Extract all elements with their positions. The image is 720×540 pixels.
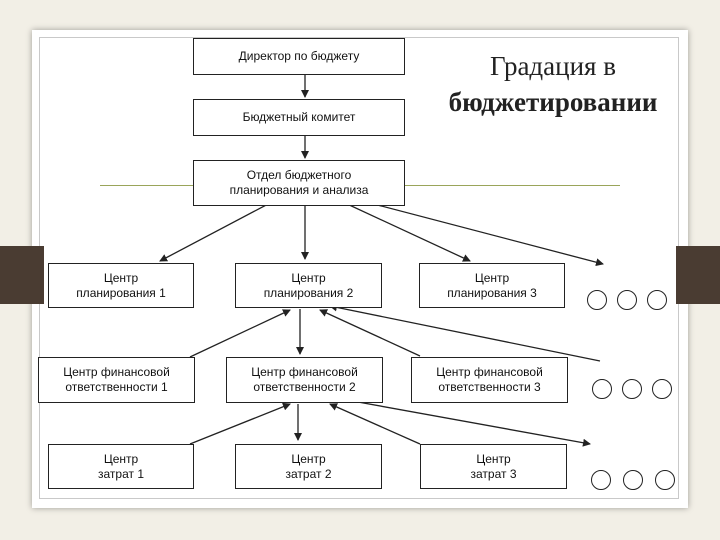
box-budget-committee: Бюджетный комитет [193, 99, 405, 136]
ellipsis-circle [622, 379, 642, 399]
arrow-department-more [369, 202, 604, 267]
box-financial-center-1: Центр финансовой ответственности 1 [38, 357, 195, 403]
ellipsis-circle [623, 470, 643, 490]
right-side-tab [676, 246, 720, 304]
box-budget-department: Отдел бюджетного планирования и анализа [193, 160, 405, 206]
box-financial-center-2: Центр финансовой ответственности 2 [226, 357, 383, 403]
box-planning-center-1: Центр планирования 1 [48, 263, 194, 308]
title-line-1: Градация в [490, 51, 616, 81]
arrow-financial3-planning2 [319, 309, 421, 357]
arrow-cost1-financial2 [189, 402, 291, 445]
box-budget-director: Директор по бюджету [193, 38, 405, 75]
left-side-tab [0, 246, 44, 304]
arrow-financial2-more [357, 401, 591, 447]
arrow-department-planning1 [159, 202, 271, 262]
box-planning-center-2: Центр планирования 2 [235, 263, 382, 308]
arrow-financial1-planning2 [189, 309, 291, 358]
box-planning-center-3: Центр планирования 3 [419, 263, 565, 308]
ellipsis-circle [652, 379, 672, 399]
ellipsis-circle [647, 290, 667, 310]
slide-title: Градация в бюджетировании [408, 48, 698, 120]
arrow-cost3-financial2 [329, 403, 421, 445]
box-cost-center-3: Центр затрат 3 [420, 444, 567, 489]
ellipsis-circle [655, 470, 675, 490]
arrow-more-planning2 [329, 303, 601, 362]
ellipsis-circle [592, 379, 612, 399]
arrow-department-planning3 [344, 202, 471, 262]
ellipsis-circle [591, 470, 611, 490]
ellipsis-circle [617, 290, 637, 310]
box-financial-center-3: Центр финансовой ответственности 3 [411, 357, 568, 403]
box-cost-center-2: Центр затрат 2 [235, 444, 382, 489]
ellipsis-circle [587, 290, 607, 310]
box-cost-center-1: Центр затрат 1 [48, 444, 194, 489]
title-line-2: бюджетировании [448, 87, 658, 117]
